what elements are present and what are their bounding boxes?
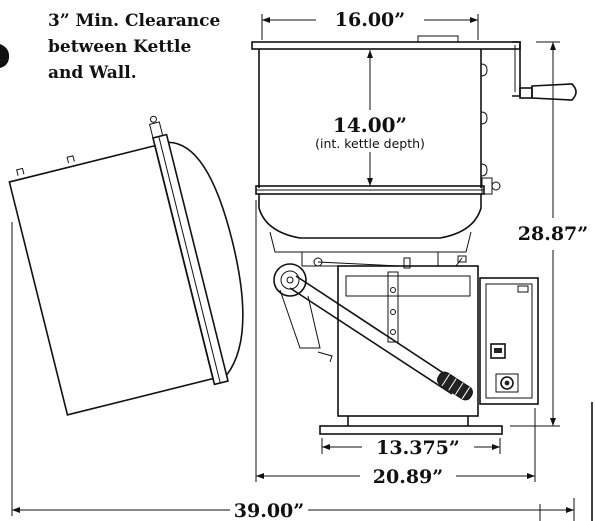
clearance-note-line-3: and Wall. [48,63,137,83]
dim-overall-width: 39.00” [234,500,304,521]
dim-body-width: 20.89” [373,466,443,488]
dimension-lines [11,14,593,521]
tilt-arm-bottom [289,287,453,395]
foot-plate [319,425,503,435]
dim-kettle-depth: 14.00” [333,113,407,137]
tilted-kettle-rim [152,133,229,386]
kettle-stand [319,255,539,435]
power-switch[interactable] [490,343,506,359]
pivot-hub [273,263,307,297]
clearance-note-line-2: between Kettle [48,37,191,57]
lid-plate [251,41,521,50]
dim-overall-height: 28.87” [518,223,588,245]
wall-mark [0,44,10,68]
clearance-note-line-1: 3” Min. Clearance [48,11,221,31]
clearance-note: 3” Min. Clearance between Kettle and Wal… [48,11,221,83]
kettle-bowl [258,194,482,239]
dimension-labels: 16.00” 14.00” (int. kettle depth) 28.87”… [234,9,588,521]
dim-top-width: 16.00” [335,9,405,31]
dim-kettle-depth-note: (int. kettle depth) [315,136,425,151]
crank-handle[interactable] [531,83,577,101]
stand-frame [337,265,479,417]
tilt-arm-top [295,275,461,385]
crank-arm [512,41,521,97]
tilted-kettle-body [8,144,214,416]
tilt-mechanism [273,257,473,401]
dim-base-width: 13.375” [376,437,460,459]
tilted-kettle-lid [168,141,244,376]
control-box [479,277,539,405]
control-dial[interactable] [500,376,514,390]
tilted-kettle [8,115,244,416]
